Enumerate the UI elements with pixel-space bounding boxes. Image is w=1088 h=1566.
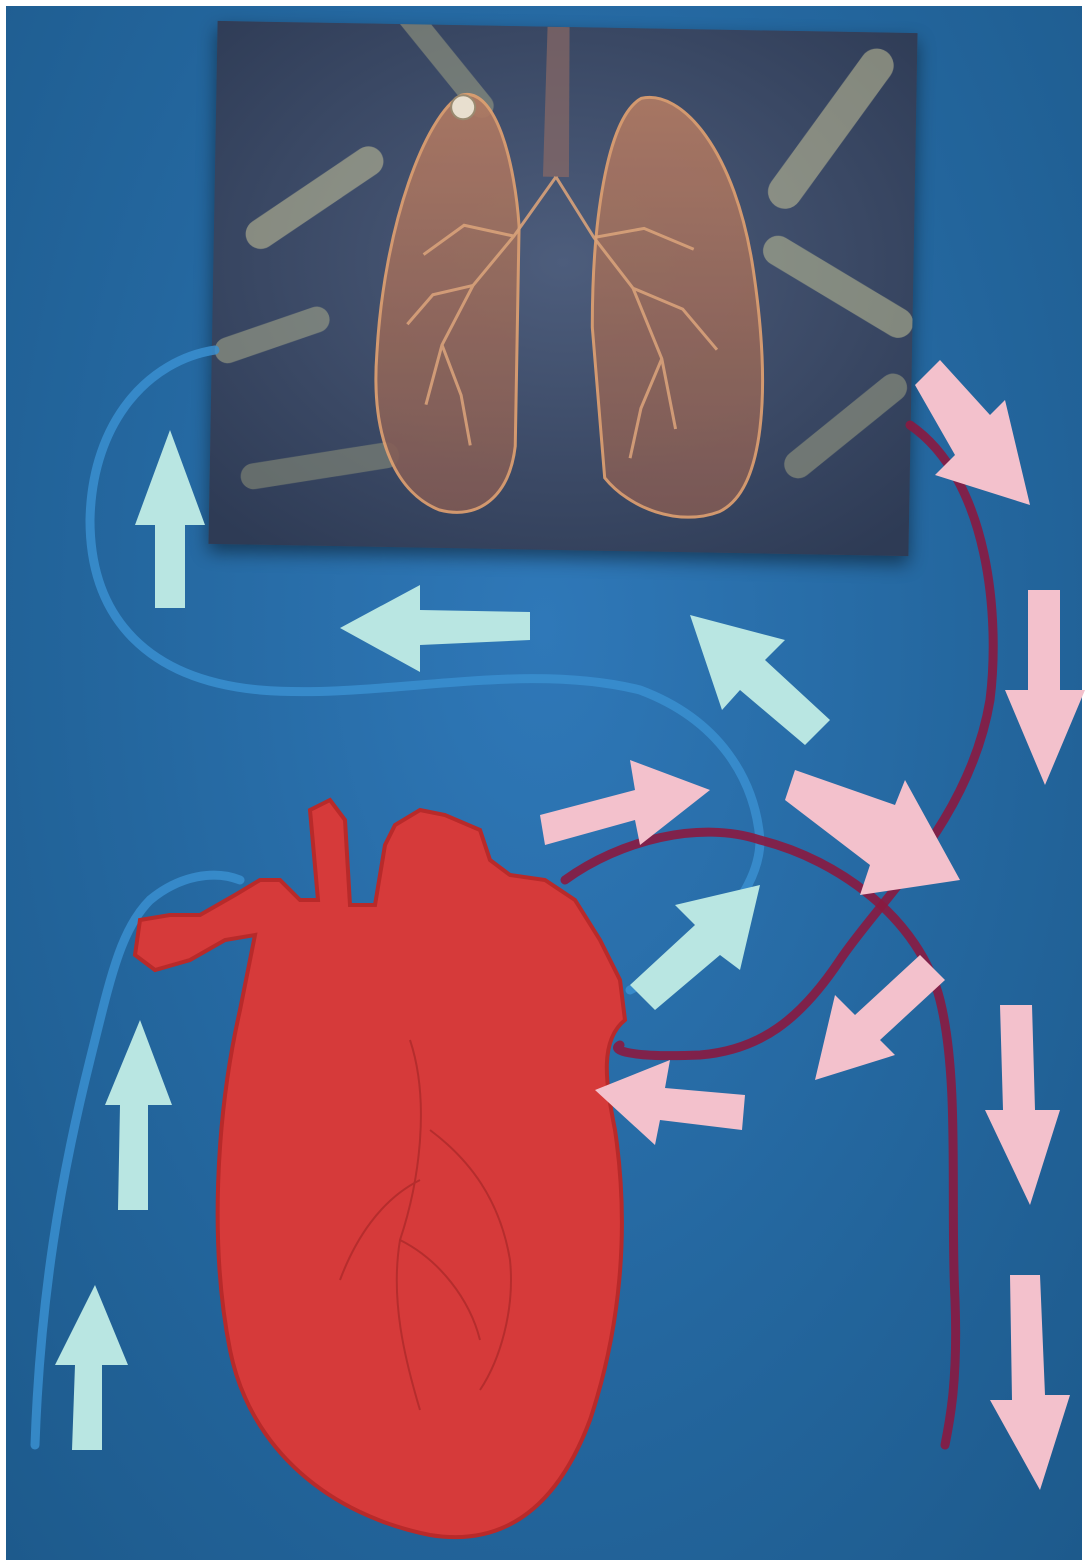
light-blue-arrow-up [105, 1020, 172, 1210]
red-tubes [565, 425, 993, 1445]
aorta-tube [565, 832, 956, 1445]
pink-arrow-down [990, 1275, 1070, 1490]
light-blue-arrow-up [55, 1285, 128, 1450]
pink-arrow-down [1005, 590, 1085, 785]
pink-arrow-down-right [915, 360, 1030, 505]
pink-arrow-left [595, 1060, 745, 1145]
paper-heart [135, 800, 625, 1537]
light-blue-arrow-up-right [630, 885, 760, 1010]
pink-arrows [540, 360, 1085, 1490]
light-blue-arrow-up-left [690, 615, 830, 745]
pink-arrow-down-right [785, 770, 960, 895]
pink-arrow-down [985, 1005, 1060, 1205]
light-blue-arrow-left [340, 585, 530, 672]
light-blue-arrow-up [135, 430, 205, 608]
heart-body [135, 800, 625, 1537]
